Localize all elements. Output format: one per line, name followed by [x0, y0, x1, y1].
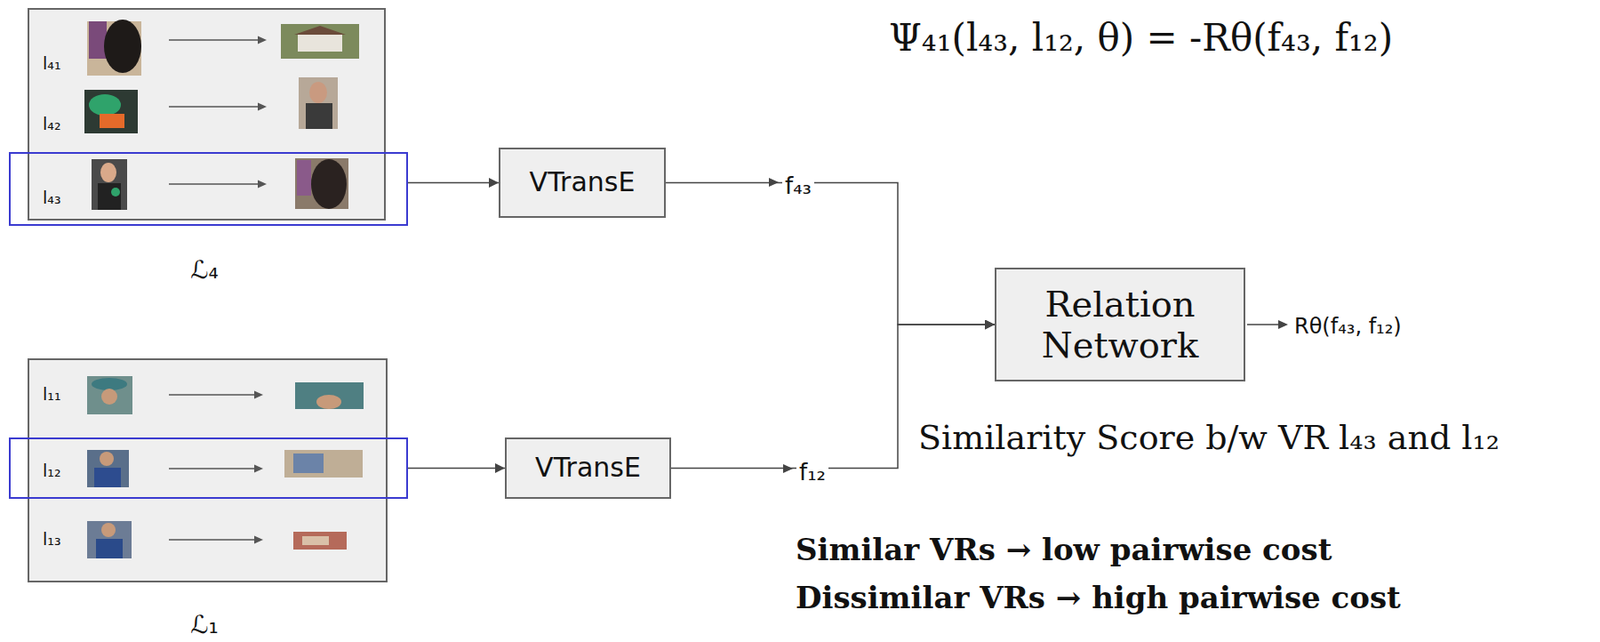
connector	[408, 467, 505, 470]
note-text: Similar VRs → low pairwise cost	[795, 531, 1332, 568]
photo-thumbnail	[295, 158, 349, 209]
row-arrow	[168, 36, 267, 544]
set-ground	[27, 8, 386, 221]
output-arrow	[1247, 323, 1280, 326]
row-label: l₄₂	[42, 114, 62, 135]
row-label: l₁₁	[42, 384, 62, 405]
row-label: l₁₃	[42, 529, 62, 550]
photo-thumbnail	[295, 382, 364, 409]
highlight-box: l₄₃	[8, 152, 408, 226]
feature-label: f₁₂	[796, 459, 829, 487]
photo-thumbnail	[84, 89, 138, 134]
model-box: VTransE	[498, 147, 666, 218]
set-label: ℒ₁	[190, 610, 218, 640]
photo-thumbnail	[298, 77, 338, 129]
equation: Ψ₄₁(l₄₃, l₁₂, θ) = -Rθ(f₄₃, f₁₂)	[888, 16, 1393, 61]
relation-network-box: Relation Network	[994, 267, 1246, 382]
connector	[408, 182, 499, 184]
photo-thumbnail	[87, 19, 142, 76]
object-set-box: l₄₁l₄₂ℒ₄l₄₃	[27, 8, 386, 221]
feature-label: f₄₃	[782, 173, 815, 200]
highlight-box: l₁₂	[8, 437, 408, 499]
row-label: l₄₃	[42, 188, 62, 208]
box-label: Relation Network	[1007, 283, 1233, 366]
model-box: VTransE	[504, 437, 672, 499]
object-set-box: l₁₁l₁₃ℒ₁l₁₂	[27, 358, 388, 583]
output-label: Rθ(f₄₃, f₁₂)	[1294, 313, 1402, 340]
set-label: ℒ₄	[190, 256, 218, 285]
row-label: l₁₂	[42, 461, 62, 481]
box-label: VTransE	[511, 167, 654, 199]
arrowhead	[1278, 320, 1288, 329]
box-label: VTransE	[517, 452, 659, 484]
photo-thumbnail	[87, 449, 129, 488]
connector	[665, 183, 995, 326]
photo-thumbnail	[91, 159, 128, 210]
photo-thumbnail	[87, 520, 132, 559]
set-ground	[27, 358, 388, 583]
photo-thumbnail	[87, 376, 133, 415]
row-label: l₄₁	[42, 54, 62, 74]
photo-thumbnail	[284, 449, 363, 478]
photo-thumbnail	[280, 24, 360, 59]
note-text: Similarity Score b/w VR l₄₃ and l₁₂	[918, 417, 1500, 459]
note-text: Dissimilar VRs → high pairwise cost	[795, 579, 1401, 616]
photo-thumbnail	[293, 531, 347, 550]
